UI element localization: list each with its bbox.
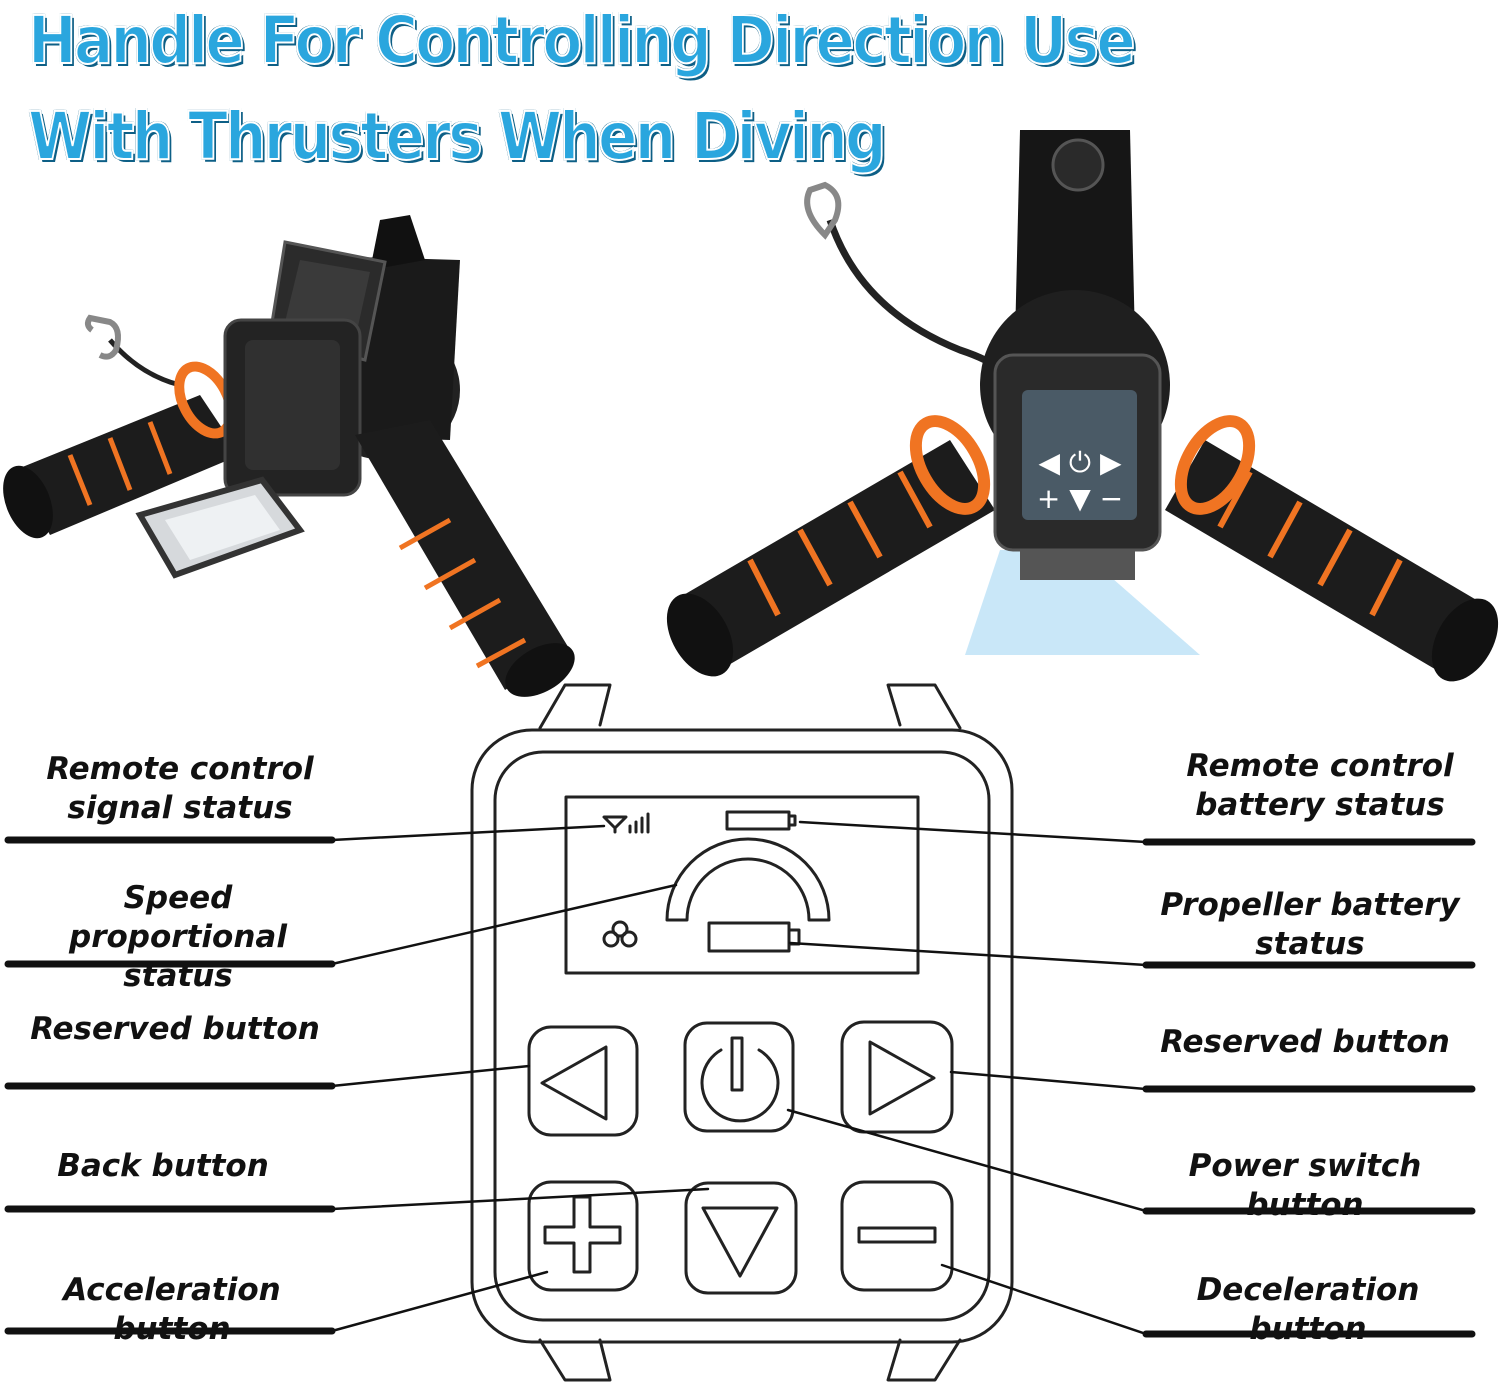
label-speed-status: Speed proportional status bbox=[69, 880, 287, 994]
label-propeller-battery-status: Propeller battery status bbox=[1160, 887, 1460, 962]
remote-inner-shell bbox=[493, 750, 991, 1322]
carabiner-icon bbox=[84, 314, 121, 360]
left-foam-grip bbox=[666, 440, 995, 677]
page-title-line-2: With Thrusters When Diving bbox=[27, 98, 887, 175]
plus-icon bbox=[543, 1195, 622, 1274]
reserved-left-button bbox=[527, 1025, 639, 1137]
label-deceleration-button: Deceleration button bbox=[1196, 1272, 1420, 1347]
acceleration-button bbox=[527, 1180, 639, 1292]
back-button bbox=[684, 1181, 798, 1295]
propeller-battery-icon bbox=[707, 921, 801, 953]
speed-gauge-icon bbox=[665, 837, 831, 922]
signal-icon bbox=[602, 812, 650, 834]
power-button bbox=[683, 1021, 795, 1133]
deceleration-button bbox=[840, 1180, 954, 1292]
remote-strap-bottom bbox=[538, 1338, 962, 1382]
down-arrow-icon bbox=[701, 1206, 779, 1278]
right-foam-grip bbox=[355, 420, 575, 697]
remote-outer-shell bbox=[470, 728, 1014, 1344]
power-icon bbox=[700, 1036, 780, 1123]
label-back-button: Back button bbox=[57, 1148, 269, 1184]
propeller-icon bbox=[602, 920, 638, 948]
reserved-right-button bbox=[840, 1020, 954, 1134]
right-arrow-icon bbox=[868, 1040, 936, 1116]
screen-frame bbox=[564, 795, 920, 975]
label-reserved-right: Reserved button bbox=[1160, 1024, 1450, 1060]
right-foam-grip bbox=[1165, 440, 1499, 682]
battery-icon bbox=[725, 810, 797, 831]
label-power-switch-button: Power switch button bbox=[1188, 1148, 1422, 1223]
svg-text:+ ▼ −: + ▼ − bbox=[1037, 482, 1123, 515]
product-photo-open-cover bbox=[3, 215, 575, 697]
label-remote-battery-status: Remote control battery status bbox=[1186, 748, 1454, 823]
left-foam-grip bbox=[3, 395, 240, 539]
minus-icon bbox=[857, 1226, 937, 1244]
label-acceleration-button: Acceleration button bbox=[63, 1272, 281, 1347]
page-title-line-1: Handle For Controlling Direction Use bbox=[27, 2, 1137, 79]
left-arrow-icon bbox=[540, 1045, 608, 1121]
product-photo-front-view: ◀ ⏻ ▶ + ▼ − bbox=[666, 130, 1499, 682]
label-remote-signal-status: Remote control signal status bbox=[46, 751, 314, 826]
carabiner-icon bbox=[804, 181, 842, 240]
remote-strap-top bbox=[538, 683, 962, 730]
label-reserved-left: Reserved button bbox=[30, 1011, 320, 1047]
svg-text:◀ ⏻ ▶: ◀ ⏻ ▶ bbox=[1038, 446, 1121, 479]
